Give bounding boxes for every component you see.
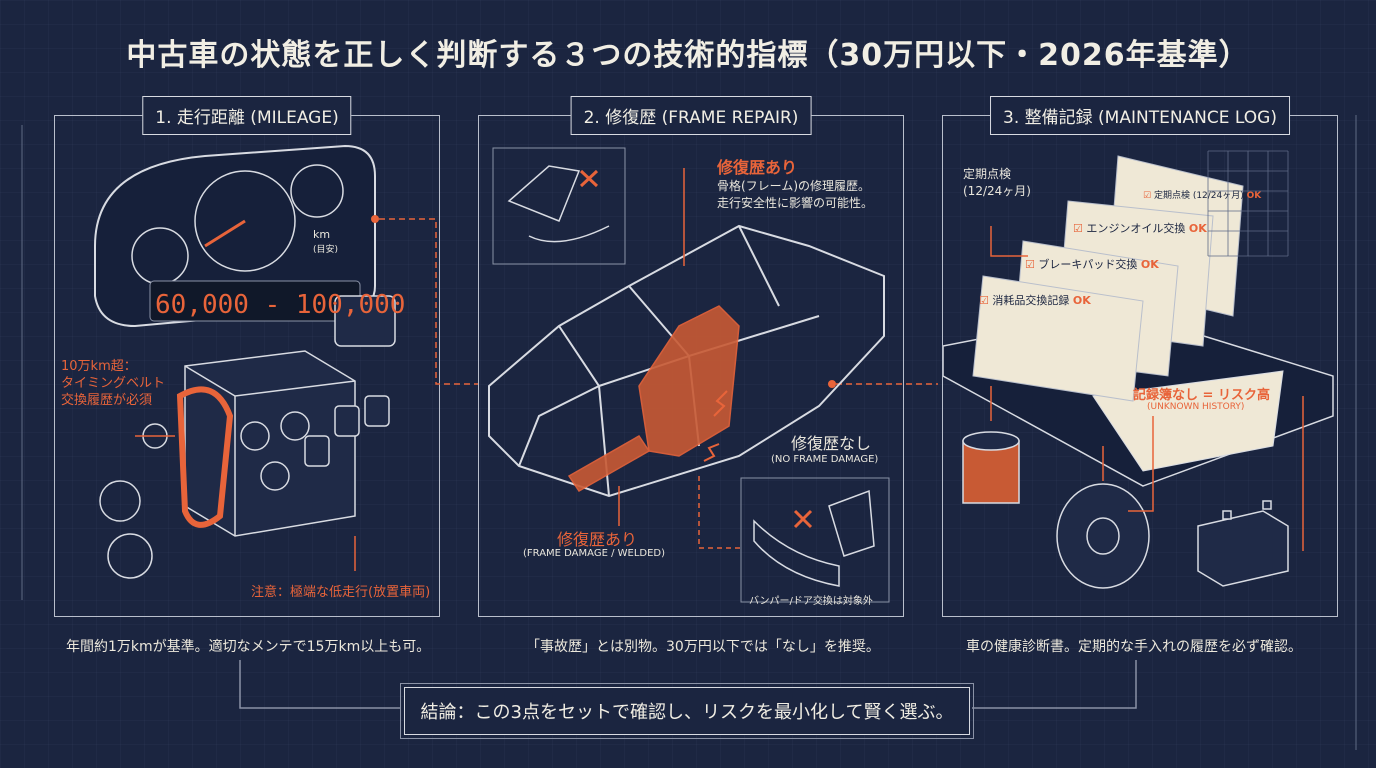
battery-icon: [1197, 500, 1289, 587]
low-mileage-warning: 注意：極端な低走行(放置車両): [251, 585, 431, 600]
cross-icon: [579, 169, 599, 188]
timing-belt-note: 10万km超： タイミングベルト 交換履歴が必須: [61, 359, 166, 408]
risk-subtitle: (UNKNOWN HISTORY): [1147, 402, 1245, 412]
repair-bottom-title: 修復歴あり: [557, 530, 638, 549]
panel-frame-repair: 2. 修復歴 (FRAME REPAIR): [478, 96, 904, 617]
brake-disc-icon: [1056, 483, 1150, 589]
check-icon: ☑: [1143, 191, 1152, 201]
caption-maintenance: 車の健康診断書。定期的な手入れの履歴を必ず確認。: [966, 639, 1302, 655]
caption-mileage: 年間約1万kmが基準。適切なメンテで15万km以上も可。: [66, 639, 431, 655]
door-bumper-inset: [492, 147, 626, 265]
repair-title: 修復歴あり: [717, 158, 798, 177]
damage-marks: [703, 390, 728, 462]
speedometer-gauge: [194, 170, 296, 272]
repair-bottom-subtitle: (FRAME DAMAGE / WELDED): [523, 548, 666, 559]
panel-maintenance-header: 3. 整備記録 (MAINTENANCE LOG): [990, 96, 1290, 135]
no-repair-subtitle: (NO FRAME DAMAGE): [771, 454, 879, 465]
panel-maintenance: 3. 整備記録 (MAINTENANCE LOG): [942, 96, 1338, 617]
engine-illustration: [184, 350, 356, 537]
caption-frame-repair: 「事故歴」とは別物。30万円以下では「なし」を推奨。: [526, 639, 880, 655]
risk-title: 記録簿なし = リスク高: [1133, 388, 1270, 403]
excluded-note: バンパー/ドア交換は対象外: [749, 596, 873, 607]
odometer-unit-sub: (目安): [313, 245, 339, 255]
maintenance-illustration: [943, 150, 1334, 589]
panel-frame-repair-header: 2. 修復歴 (FRAME REPAIR): [570, 96, 812, 135]
belt-pulleys: [99, 423, 168, 579]
no-repair-title: 修復歴なし: [791, 434, 872, 453]
logbook-page: [1092, 370, 1284, 472]
checklist-item-3: ☑ ブレーキパッド交換 OK: [1025, 258, 1159, 271]
inspection-note: 定期点検 (12/24ヶ月): [963, 167, 1031, 198]
odometer-reading: 60,000 - 100,000: [155, 290, 406, 320]
damaged-frame-section: [567, 305, 740, 492]
maintenance-arrows: [990, 226, 1304, 551]
conclusion-box: 結論：この3点をセットで確認し、リスクを最小化して賢く選ぶ。: [400, 683, 974, 739]
odometer-unit: km: [313, 228, 331, 241]
excluded-cross-icon: [793, 509, 813, 529]
frame-illustration: [488, 147, 890, 603]
checklist-item-2: ☑ エンジンオイル交換 OK: [1073, 222, 1207, 235]
checklist-item-4: ☑ 消耗品交換記録 OK: [979, 294, 1091, 307]
excluded-parts-inset: [740, 477, 890, 603]
oil-filter-icon: [962, 431, 1020, 504]
panel-mileage-header: 1. 走行距離 (MILEAGE): [142, 96, 352, 135]
repair-description: 骨格(フレーム)の修理履歴。 走行安全性に影響の可能性。: [717, 179, 874, 210]
check-icon: ☑: [979, 294, 989, 307]
checklist-item-1: ☑ 定期点検 (12/24ヶ月) OK: [1143, 191, 1262, 201]
corner-grid: [1207, 150, 1289, 257]
fuel-gauge: [290, 164, 344, 218]
timing-belt: [176, 386, 234, 528]
speedometer-needle: [204, 219, 246, 248]
check-icon: ☑: [1025, 258, 1035, 271]
checklist-sheets: [972, 155, 1244, 402]
panel-mileage: 1. 走行距離 (MILEAGE): [54, 96, 440, 617]
check-icon: ☑: [1073, 222, 1083, 235]
page-title: 中古車の状態を正しく判断する３つの技術的指標（30万円以下・2026年基準）: [126, 38, 1250, 73]
mileage-illustration: [94, 144, 396, 579]
